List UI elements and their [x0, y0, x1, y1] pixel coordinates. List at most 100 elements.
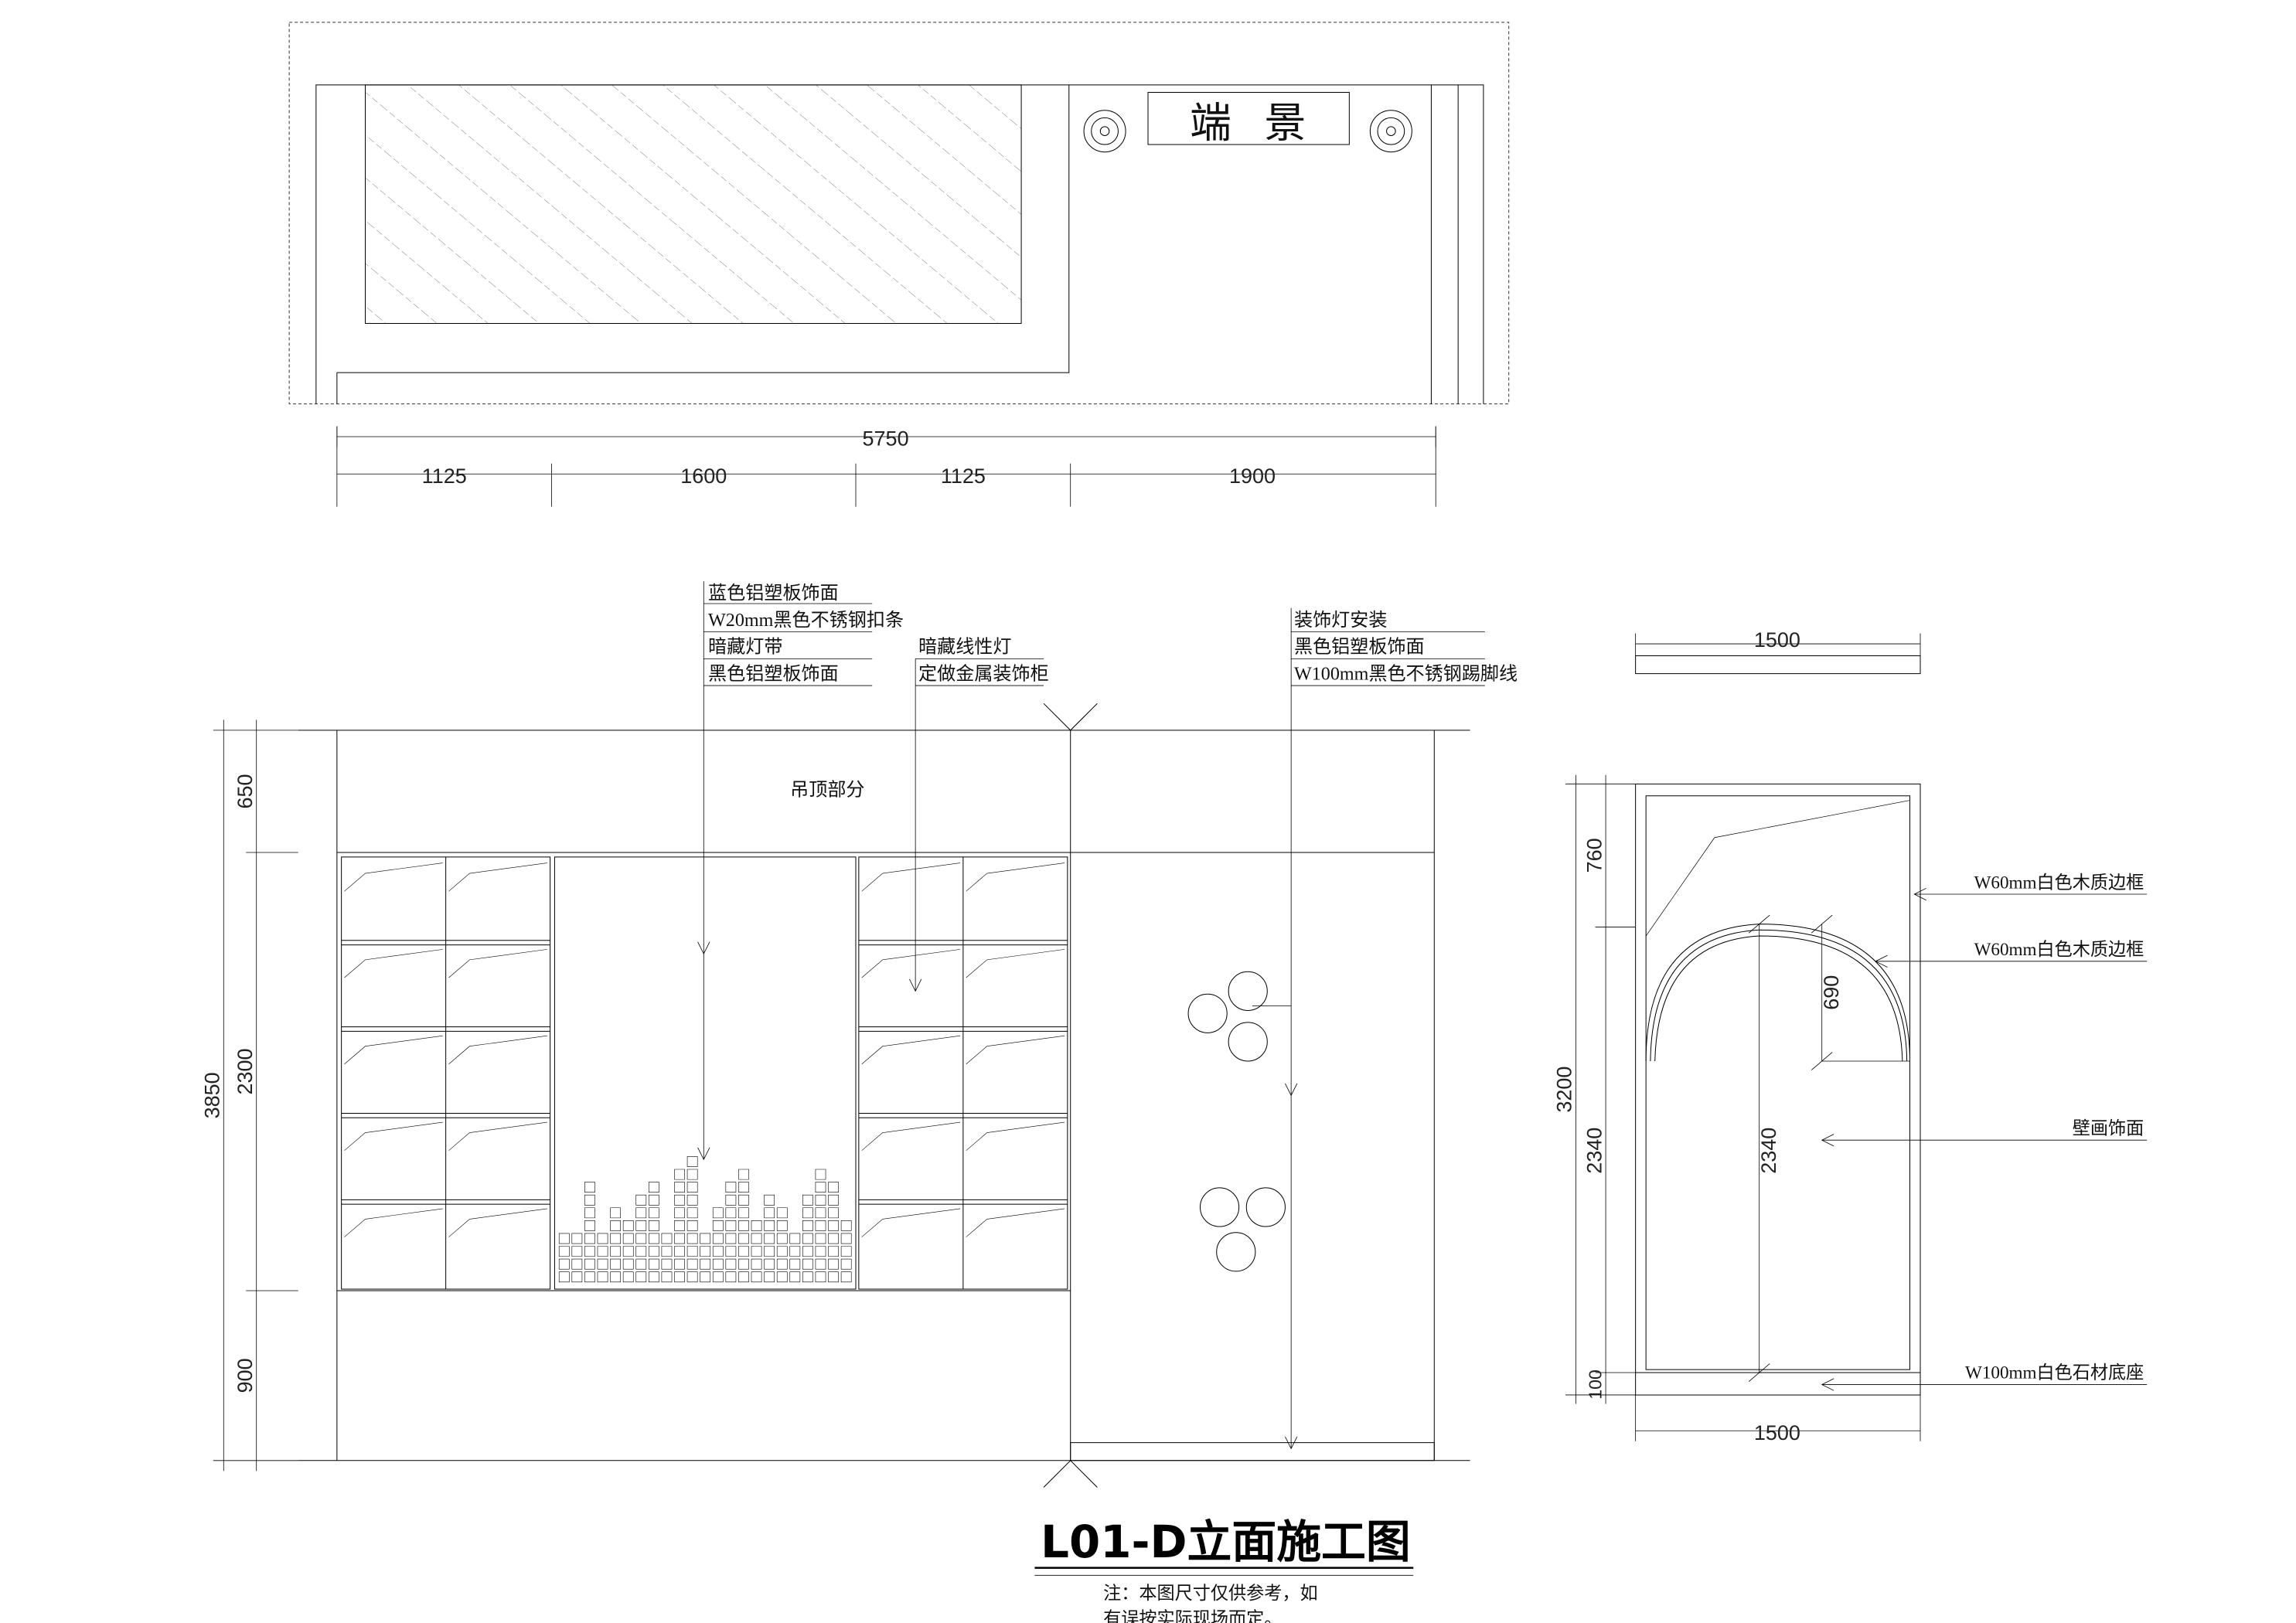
equalizer-block: [713, 1208, 723, 1218]
side-dim-top-band: 760: [1582, 838, 1606, 873]
equalizer-block: [738, 1247, 748, 1257]
elev-left-shelf-unit: [342, 857, 550, 1289]
elev-leaders: [698, 581, 1485, 1448]
side-leaders: [1822, 888, 2147, 1390]
side-label-frame-1: W60mm白色木质边框: [1974, 873, 2144, 893]
equalizer-block: [674, 1259, 684, 1269]
side-top-slab: [1636, 655, 1920, 673]
equalizer-block: [841, 1233, 851, 1244]
side-dim-mid-band: 2340: [1582, 1128, 1606, 1174]
elev-right-shelf-unit: [859, 857, 1068, 1289]
callout-skirting: W100mm黑色不锈钢踢脚线: [1294, 663, 1518, 684]
equalizer-block: [687, 1259, 697, 1269]
equalizer-block: [816, 1220, 826, 1230]
plan-dim-4: 1900: [1229, 464, 1276, 488]
callout-black-strip: W20mm黑色不锈钢扣条: [708, 610, 904, 631]
equalizer-block: [829, 1259, 839, 1269]
side-dim-top: 1500: [1754, 628, 1800, 652]
equalizer-block: [611, 1220, 621, 1230]
plan-outer-dashed-outline: [289, 22, 1509, 404]
equalizer-block: [700, 1233, 710, 1244]
equalizer-block: [790, 1247, 800, 1257]
equalizer-block: [636, 1220, 646, 1230]
equalizer-block: [802, 1259, 812, 1269]
equalizer-block: [559, 1272, 569, 1282]
equalizer-block: [802, 1208, 812, 1218]
callout-metal-cabinet: 定做金属装饰柜: [918, 663, 1049, 684]
equalizer-block: [687, 1182, 697, 1193]
plan-dim-1: 1125: [422, 464, 467, 488]
equalizer-block: [598, 1272, 608, 1282]
side-dim-base-band: 100: [1585, 1370, 1605, 1400]
equalizer-block: [816, 1233, 826, 1244]
front-elevation: [298, 703, 1470, 1487]
equalizer-block: [829, 1233, 839, 1244]
equalizer-block: [649, 1259, 659, 1269]
callout-decor-light: 装饰灯安装: [1294, 610, 1387, 631]
equalizer-block: [765, 1272, 775, 1282]
equalizer-block: [687, 1247, 697, 1257]
equalizer-block: [802, 1195, 812, 1205]
lamp-circle: [1201, 1188, 1239, 1227]
equalizer-block: [687, 1156, 697, 1166]
equalizer-block: [777, 1247, 787, 1257]
lamp-circle: [1228, 971, 1267, 1010]
equalizer-block: [829, 1247, 839, 1257]
equalizer-block: [765, 1195, 775, 1205]
equalizer-block: [649, 1220, 659, 1230]
elev-dimensions: [213, 720, 298, 1471]
equalizer-block: [829, 1195, 839, 1205]
equalizer-block: [674, 1233, 684, 1244]
equalizer-block: [700, 1272, 710, 1282]
equalizer-block: [636, 1233, 646, 1244]
elev-section-marker-bottom: [1044, 1461, 1097, 1488]
equalizer-block: [713, 1247, 723, 1257]
plan-dim-3: 1125: [941, 464, 986, 488]
equalizer-block: [559, 1259, 569, 1269]
equalizer-block: [738, 1233, 748, 1244]
equalizer-block: [636, 1247, 646, 1257]
equalizer-block: [674, 1208, 684, 1218]
equalizer-block: [674, 1247, 684, 1257]
equalizer-block: [611, 1259, 621, 1269]
equalizer-block: [700, 1247, 710, 1257]
plan-dimensions: [337, 427, 1436, 507]
equalizer-block: [584, 1182, 594, 1193]
equalizer-block: [687, 1233, 697, 1244]
equalizer-block: [738, 1259, 748, 1269]
equalizer-block: [841, 1259, 851, 1269]
equalizer-block: [751, 1220, 761, 1230]
equalizer-block: [572, 1272, 582, 1282]
equalizer-block: [623, 1220, 633, 1230]
elev-dim-ceiling: 650: [233, 774, 257, 808]
equalizer-block: [777, 1233, 787, 1244]
side-outer-frame: [1636, 784, 1920, 1395]
equalizer-block: [700, 1259, 710, 1269]
drawing-note-line-2: 有误按实际现场而定。: [1103, 1609, 1282, 1623]
equalizer-block: [636, 1259, 646, 1269]
equalizer-block: [623, 1247, 633, 1257]
equalizer-block: [726, 1182, 736, 1193]
equalizer-block: [713, 1233, 723, 1244]
equalizer-block: [584, 1259, 594, 1269]
equalizer-block: [726, 1220, 736, 1230]
equalizer-block: [687, 1220, 697, 1230]
plan-inner-frame: [337, 85, 1069, 373]
equalizer-block: [559, 1233, 569, 1244]
equalizer-block: [584, 1220, 594, 1230]
equalizer-block: [713, 1272, 723, 1282]
equalizer-block: [559, 1247, 569, 1257]
equalizer-block: [738, 1208, 748, 1218]
lamp-circle: [1217, 1233, 1255, 1271]
equalizer-block: [636, 1272, 646, 1282]
equalizer-block: [713, 1259, 723, 1269]
lamp-circle: [1228, 1022, 1267, 1061]
equalizer-block: [738, 1220, 748, 1230]
equalizer-block: [829, 1182, 839, 1193]
side-reflection-line: [1646, 801, 1909, 936]
side-label-stone-base: W100mm白色石材底座: [1965, 1363, 2144, 1383]
equalizer-block: [790, 1259, 800, 1269]
equalizer-block: [623, 1233, 633, 1244]
equalizer-block: [816, 1195, 826, 1205]
side-arch-mid: [1650, 930, 1907, 1061]
